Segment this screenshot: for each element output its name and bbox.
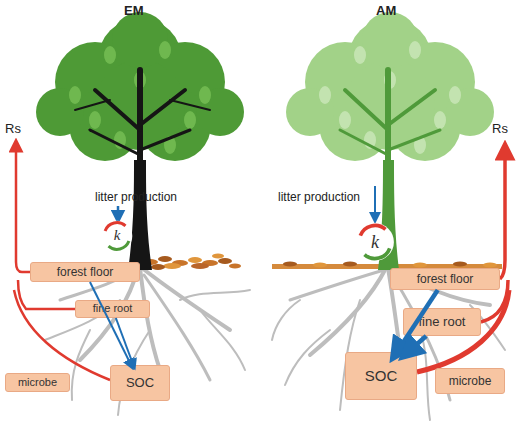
- pool-label: fine root: [419, 315, 466, 329]
- pool-label: microbe: [449, 375, 492, 388]
- text-label: litter production: [278, 190, 360, 204]
- pool-label: forest floor: [57, 266, 114, 279]
- pool-box: SOC: [345, 352, 417, 400]
- text-label: EM: [124, 3, 144, 18]
- pool-box: microbe: [5, 373, 70, 392]
- em-tree: [36, 12, 244, 270]
- flux-arrow: [90, 282, 131, 365]
- text-label: AM: [376, 3, 396, 18]
- pool-box: fine root: [403, 308, 481, 336]
- pool-label: SOC: [365, 368, 398, 384]
- pool-box: SOC: [110, 365, 170, 401]
- flux-arrow: [408, 336, 426, 352]
- litter-arrow: [374, 186, 376, 218]
- flux-arrow: [116, 318, 133, 365]
- pool-label: SOC: [126, 376, 154, 390]
- respiration-arrows: [14, 145, 509, 380]
- am-tree: [286, 12, 494, 270]
- rate-circle: k: [354, 221, 396, 263]
- pool-label: microbe: [18, 377, 57, 389]
- pool-box: forest floor: [30, 262, 140, 282]
- pool-label: fine root: [93, 303, 133, 315]
- root-system: [45, 268, 505, 420]
- rate-symbol: k: [114, 228, 121, 244]
- pool-box: fine root: [75, 300, 150, 318]
- pool-box: forest floor: [390, 268, 500, 290]
- pool-label: forest floor: [417, 273, 474, 286]
- litter-arrow: [117, 206, 120, 217]
- text-label: Rs: [492, 121, 508, 136]
- rate-circle: k: [100, 219, 134, 253]
- text-label: litter production: [95, 190, 177, 204]
- flux-arrow: [397, 290, 438, 352]
- pool-box: microbe: [435, 368, 505, 394]
- rate-symbol: k: [371, 233, 379, 252]
- text-label: Rs: [5, 121, 21, 136]
